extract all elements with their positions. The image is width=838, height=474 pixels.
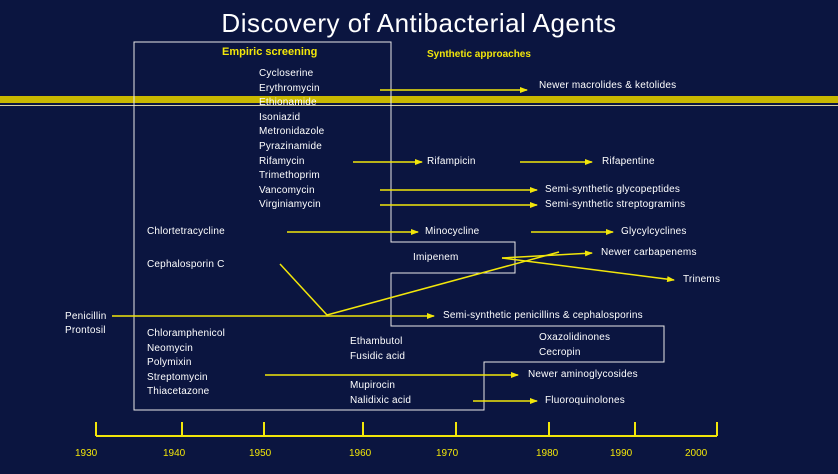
list-item: Virginiamycin	[259, 199, 321, 211]
list-item: Streptomycin	[147, 371, 208, 383]
label-oxazolidinones: Oxazolidinones	[539, 332, 611, 343]
list-item: Neomycin	[147, 342, 194, 354]
list-item: Erythromycin	[259, 82, 320, 94]
list-item: Cycloserine	[259, 68, 314, 79]
year-label-1980: 1980	[536, 448, 559, 459]
year-label-1930: 1930	[75, 448, 98, 459]
year-label-1940: 1940	[163, 448, 186, 459]
list-item: Isoniazid	[259, 111, 301, 123]
label-imipenem: Imipenem	[413, 252, 459, 263]
list-item: Pyrazinamide	[259, 140, 322, 152]
page-title: Discovery of Antibacterial Agents	[221, 8, 617, 38]
list-item: Polymixin	[147, 357, 192, 369]
empiric-agent-list: Cycloserine Erythromycin Ethionamide Iso…	[259, 67, 324, 213]
label-semi-streptogramins: Semi-synthetic streptogramins	[545, 199, 686, 210]
label-trinems: Trinems	[683, 274, 721, 285]
label-mupirocin: Mupirocin	[350, 380, 396, 391]
header-synthetic-approaches: Synthetic approaches	[427, 49, 531, 60]
year-label-2000: 2000	[685, 448, 708, 459]
label-nalidixic-acid: Nalidixic acid	[350, 395, 412, 406]
year-label-1950: 1950	[249, 448, 272, 459]
arrow-trinems	[501, 257, 675, 283]
empiric-boundary	[133, 41, 665, 411]
year-label-1970: 1970	[436, 448, 459, 459]
label-penicillin: Penicillin	[65, 311, 107, 322]
label-semi-penicillins: Semi-synthetic penicillins & cephalospor…	[443, 310, 643, 321]
label-rifapentine: Rifapentine	[602, 156, 655, 167]
year-label-1990: 1990	[610, 448, 633, 459]
divider-band	[0, 96, 838, 103]
label-fluoroquinolones: Fluoroquinolones	[545, 395, 625, 406]
list-item: Metronidazole	[259, 126, 325, 138]
early-agent-list: Chloramphenicol Neomycin Polymixin Strep…	[147, 327, 225, 400]
list-item: Chloramphenicol	[147, 328, 226, 339]
label-newer-aminoglycosides: Newer aminoglycosides	[528, 369, 638, 380]
label-cecropin: Cecropin	[539, 347, 581, 358]
divider-band-thin	[0, 105, 838, 106]
label-newer-carbapenems: Newer carbapenems	[601, 247, 697, 258]
header-empiric-screening: Empiric screening	[222, 46, 318, 58]
list-item: Ethionamide	[259, 97, 317, 109]
label-semi-glycopeptides: Semi-synthetic glycopeptides	[545, 184, 681, 195]
label-newer-macrolides: Newer macrolides & ketolides	[539, 80, 677, 91]
list-item: Rifamycin	[259, 155, 305, 167]
line-cephalosporin-merge	[279, 251, 560, 316]
year-label-1960: 1960	[349, 448, 372, 459]
label-ethambutol: Ethambutol	[350, 336, 403, 347]
label-rifampicin: Rifampicin	[427, 156, 476, 167]
label-prontosil: Prontosil	[65, 325, 106, 336]
label-fusidic-acid: Fusidic acid	[350, 351, 406, 362]
list-item: Trimethoprim	[259, 170, 320, 182]
label-minocycline: Minocycline	[425, 226, 480, 237]
list-item: Thiacetazone	[147, 386, 210, 398]
list-item: Vancomycin	[259, 184, 315, 196]
label-chlortetracycline: Chlortetracycline	[147, 226, 225, 237]
label-glycylcyclines: Glycylcyclines	[621, 226, 687, 237]
label-cephalosporin-c: Cephalosporin C	[147, 259, 225, 270]
